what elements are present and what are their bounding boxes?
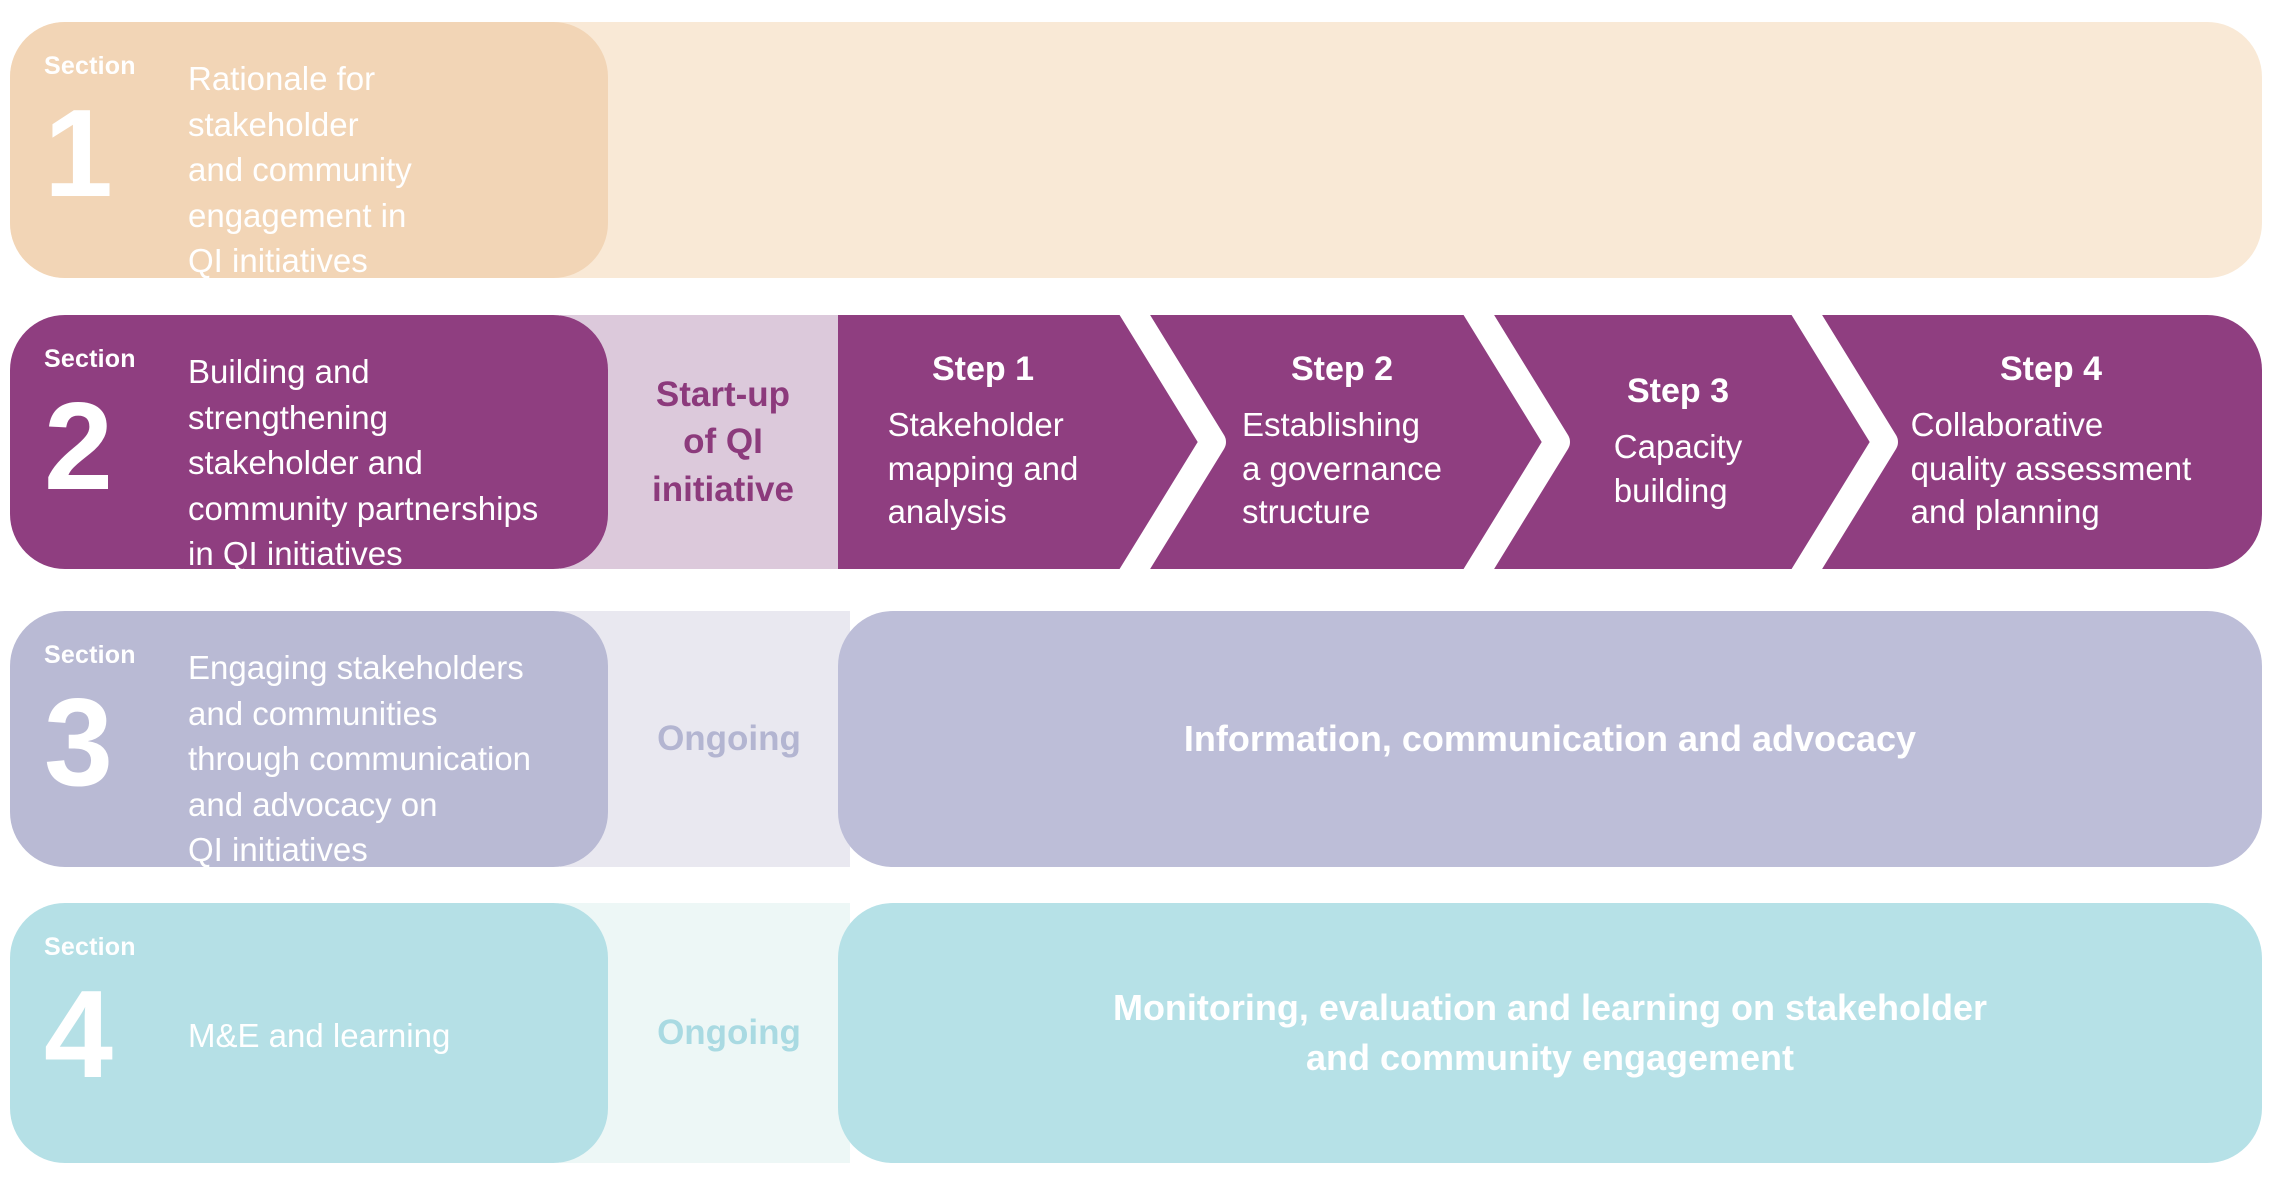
section4-label: Section	[44, 933, 136, 961]
section2-label: Section	[44, 345, 136, 373]
section3-numeral: 3	[44, 674, 113, 812]
section1-box: Section 1 Rationale for stakeholder and …	[10, 22, 608, 280]
step-2-text: Establishing a governance structure	[1242, 406, 1442, 531]
section4-phase-text: Ongoing	[657, 1013, 801, 1053]
section2-title: Building and strengthening stakeholder a…	[188, 353, 539, 573]
section4-box: Section 4 M&E and learning	[10, 903, 608, 1163]
section4-activity-text: Monitoring, evaluation and learning on s…	[1112, 986, 1988, 1078]
section4-phase-box: Ongoing	[560, 903, 850, 1163]
section2-steps-band: Step 1 Stakeholder mapping and analysis …	[838, 315, 2262, 569]
step-4-label: Step 4	[1999, 350, 2103, 389]
step-4: Step 4 Collaborative quality assessment …	[1885, 315, 2217, 569]
step-3: Step 3 Capacity building	[1557, 315, 1799, 569]
section4-title: M&E and learning	[188, 1017, 451, 1055]
section3-box: Section 3 Engaging stakeholders and comm…	[10, 611, 608, 869]
section2-numeral: 2	[44, 378, 113, 516]
step-1-text: Stakeholder mapping and analysis	[887, 406, 1079, 531]
section3-title: Engaging stakeholders and communities th…	[188, 649, 532, 869]
section4-numeral: 4	[44, 966, 113, 1104]
step-3-text: Capacity building	[1613, 427, 1743, 509]
chevron-separators-icon	[1119, 315, 1898, 569]
step-4-text: Collaborative quality assessment and pla…	[1910, 406, 2192, 531]
section2-number-column: Section 2	[44, 345, 172, 545]
step-2-label: Step 2	[1290, 350, 1394, 389]
step-3-label: Step 3	[1626, 371, 1730, 410]
section1-number-column: Section 1	[44, 52, 172, 254]
section3-activity-text: Information, communication and advocacy	[1183, 717, 1917, 759]
section3-number-column: Section 3	[44, 641, 172, 843]
section1-label: Section	[44, 52, 136, 80]
section4-number-column: Section 4	[44, 933, 172, 1139]
section3-activity-band: Information, communication and advocacy	[838, 611, 2262, 867]
section1-numeral: 1	[44, 85, 113, 223]
section4-activity-band: Monitoring, evaluation and learning on s…	[838, 903, 2262, 1163]
section2-box: Section 2 Building and strengthening sta…	[10, 315, 608, 573]
step-2: Step 2 Establishing a governance structu…	[1213, 315, 1471, 569]
step-1-label: Step 1	[931, 350, 1035, 389]
section1-title: Rationale for stakeholder and community …	[188, 60, 412, 280]
step-1: Step 1 Stakeholder mapping and analysis	[838, 315, 1128, 569]
section3-label: Section	[44, 641, 136, 669]
section3-phase-text: Ongoing	[657, 719, 801, 759]
section3-phase-box: Ongoing	[560, 611, 850, 867]
section2-phase-text: Start-up of QI initiative	[652, 375, 794, 509]
